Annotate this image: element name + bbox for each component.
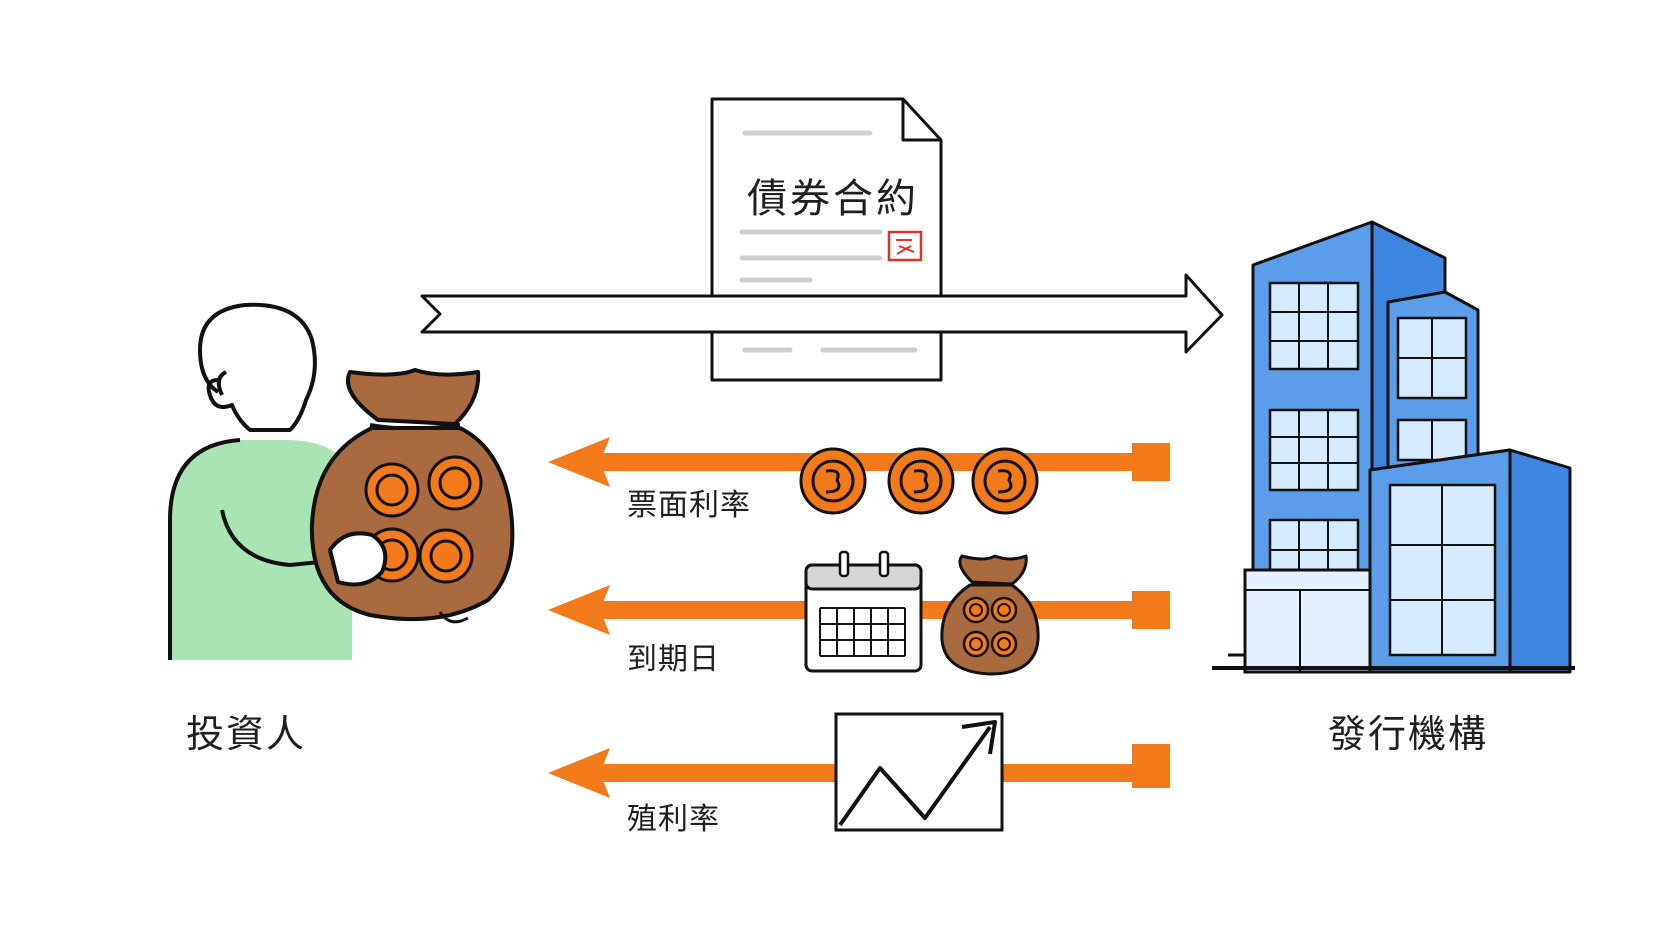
investment-arrow — [420, 273, 1224, 354]
coin-icon — [799, 447, 867, 515]
coin-icon — [971, 447, 1039, 515]
flow-label-yield: 殖利率 — [627, 802, 720, 837]
coin-icon — [887, 447, 955, 515]
office-building-icon — [1212, 220, 1575, 674]
document-title: 債券合約 — [747, 176, 919, 222]
flow-label-coupon: 票面利率 — [627, 488, 751, 523]
bond-document-icon — [710, 97, 943, 382]
flow-label-maturity: 到期日 — [627, 642, 720, 677]
money-bag-icon — [940, 554, 1040, 676]
issuer-label: 發行機構 — [1328, 712, 1489, 756]
seal-stamp-icon — [887, 230, 923, 262]
investor-label: 投資人 — [186, 712, 307, 756]
calendar-icon — [804, 550, 923, 673]
investor-person-icon — [168, 302, 352, 660]
line-chart-icon — [834, 712, 1004, 832]
money-bag-icon — [309, 368, 515, 624]
